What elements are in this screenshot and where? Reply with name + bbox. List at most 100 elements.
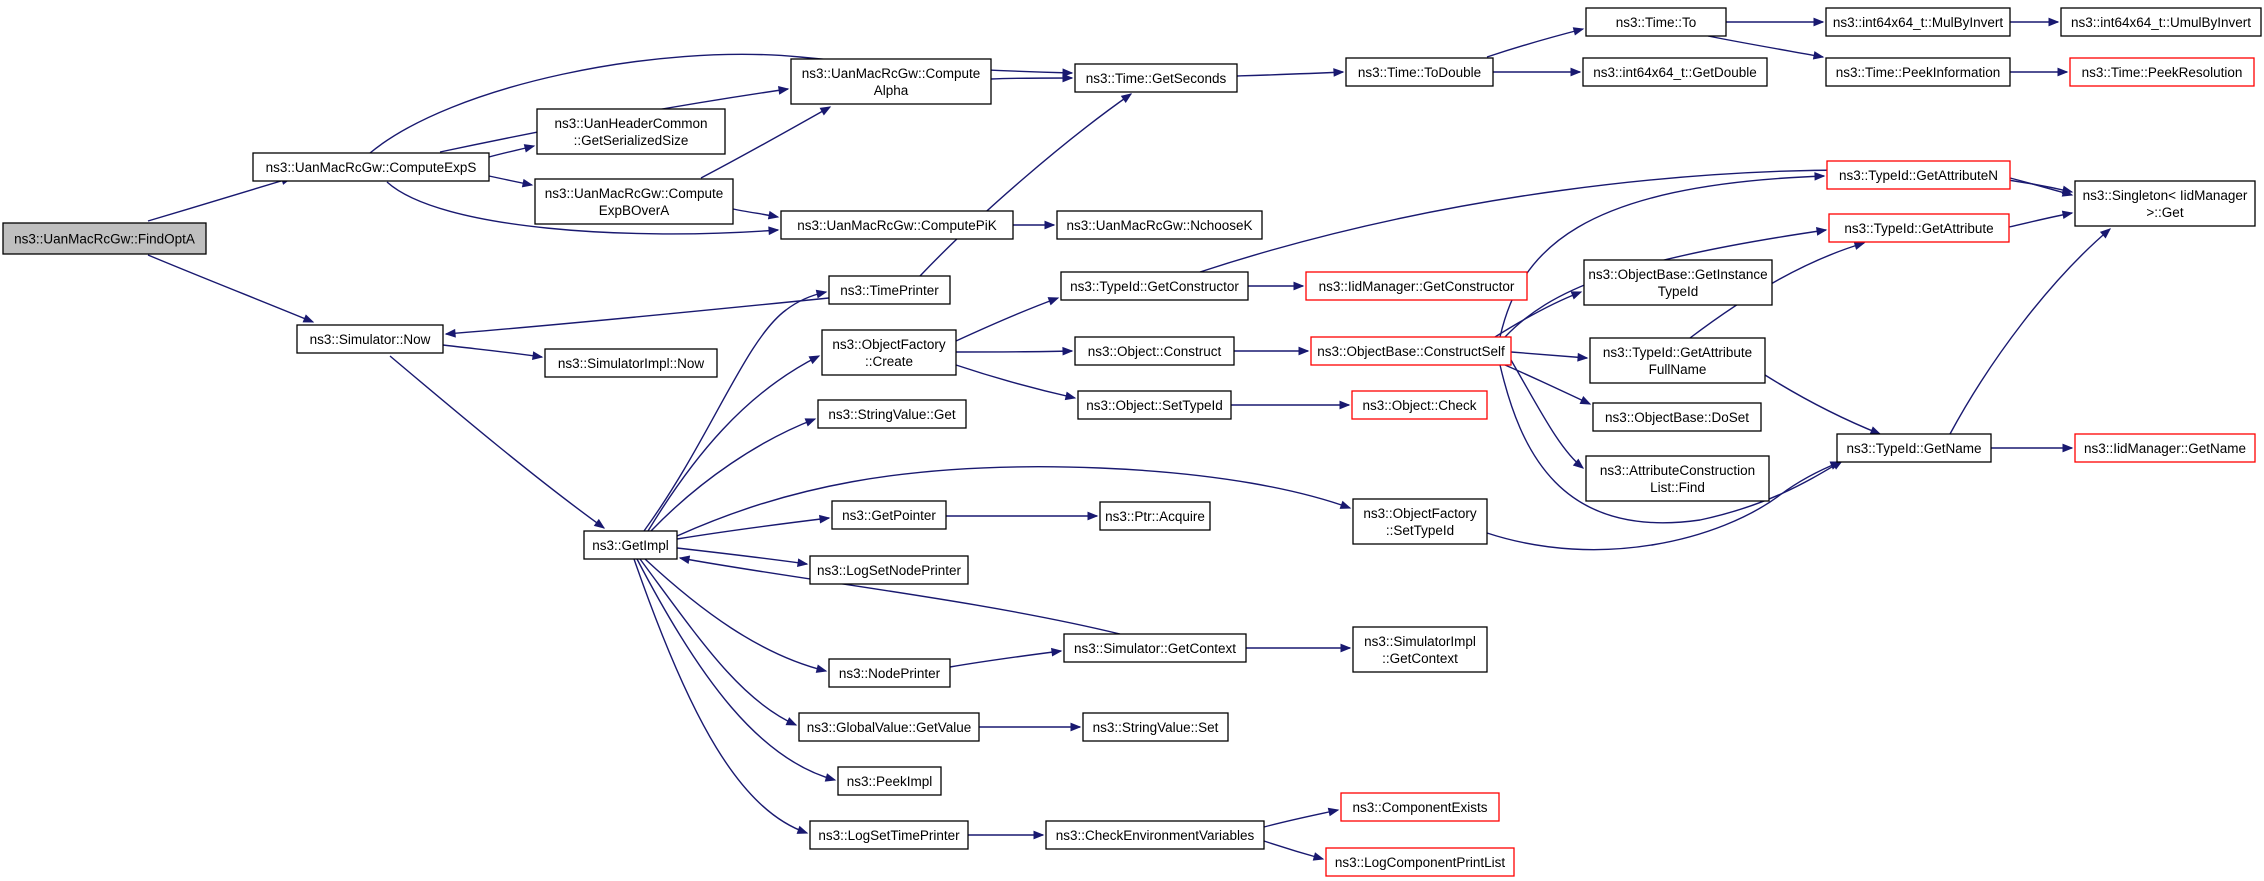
node-n22[interactable]: ns3::LogSetNodePrinter: [809, 555, 969, 585]
node-n30[interactable]: ns3::Ptr::Acquire: [1099, 501, 1211, 531]
node-box[interactable]: [2069, 57, 2255, 87]
node-box[interactable]: [780, 210, 1014, 240]
node-box[interactable]: [828, 658, 951, 688]
node-box[interactable]: [1583, 259, 1773, 306]
node-box[interactable]: [817, 399, 967, 429]
node-box[interactable]: [2074, 180, 2256, 227]
node-box[interactable]: [1056, 210, 1263, 240]
node-n38[interactable]: ns3::SimulatorImpl::GetContext: [1352, 626, 1488, 673]
node-n39[interactable]: ns3::ComponentExists: [1340, 792, 1500, 822]
node-n35[interactable]: ns3::ObjectBase::ConstructSelf: [1310, 336, 1512, 366]
node-box[interactable]: [837, 766, 942, 796]
node-n12[interactable]: ns3::Time::PeekInformation: [1825, 57, 2011, 87]
node-n27[interactable]: ns3::TypeId::GetConstructor: [1060, 271, 1249, 301]
node-n36[interactable]: ns3::Object::Check: [1351, 390, 1488, 420]
node-n9[interactable]: ns3::int64x64_t::GetDouble: [1582, 57, 1768, 87]
node-box[interactable]: [1325, 847, 1515, 877]
node-n18[interactable]: ns3::GetImpl: [583, 530, 678, 560]
node-n16[interactable]: ns3::SimulatorImpl::Now: [544, 348, 718, 378]
node-n33[interactable]: ns3::CheckEnvironmentVariables: [1045, 820, 1265, 850]
node-box[interactable]: [1063, 633, 1247, 663]
node-n14[interactable]: ns3::UanMacRcGw::NchooseK: [1056, 210, 1263, 240]
node-n32[interactable]: ns3::StringValue::Set: [1082, 712, 1229, 742]
node-box[interactable]: [1340, 792, 1500, 822]
node-box[interactable]: [296, 324, 444, 354]
node-box[interactable]: [1074, 63, 1238, 93]
node-n8[interactable]: ns3::Time::To: [1585, 7, 1727, 37]
node-n37[interactable]: ns3::ObjectFactory::SetTypeId: [1352, 498, 1488, 545]
node-box[interactable]: [809, 820, 969, 850]
node-n13[interactable]: ns3::Time::PeekResolution: [2069, 57, 2255, 87]
node-n26[interactable]: ns3::LogSetTimePrinter: [809, 820, 969, 850]
node-box[interactable]: [1836, 433, 1992, 463]
node-box[interactable]: [583, 530, 678, 560]
node-box[interactable]: [798, 712, 980, 742]
node-box[interactable]: [544, 348, 718, 378]
node-box[interactable]: [1592, 402, 1762, 432]
node-box[interactable]: [1825, 7, 2011, 37]
node-n28[interactable]: ns3::Object::Construct: [1074, 336, 1235, 366]
node-n45[interactable]: ns3::ObjectBase::DoSet: [1592, 402, 1762, 432]
node-box[interactable]: [1352, 498, 1488, 545]
node-box[interactable]: [1077, 390, 1232, 420]
node-n49[interactable]: ns3::IidManager::GetName: [2074, 433, 2256, 463]
node-box[interactable]: [2060, 7, 2262, 37]
node-n25[interactable]: ns3::PeekImpl: [837, 766, 942, 796]
node-box[interactable]: [1351, 390, 1488, 420]
node-n40[interactable]: ns3::LogComponentPrintList: [1325, 847, 1515, 877]
node-n15[interactable]: ns3::Simulator::Now: [296, 324, 444, 354]
node-n20[interactable]: ns3::StringValue::Get: [817, 399, 967, 429]
node-box[interactable]: [1582, 57, 1768, 87]
node-box[interactable]: [1099, 501, 1211, 531]
node-n6[interactable]: ns3::Time::GetSeconds: [1074, 63, 1238, 93]
node-box[interactable]: [790, 58, 992, 105]
node-n0[interactable]: ns3::UanMacRcGw::FindOptA: [2, 222, 207, 255]
node-n29[interactable]: ns3::Object::SetTypeId: [1077, 390, 1232, 420]
node-box[interactable]: [252, 152, 490, 182]
node-box[interactable]: [809, 555, 969, 585]
node-box[interactable]: [2, 222, 207, 255]
node-box[interactable]: [1585, 455, 1770, 502]
node-box[interactable]: [1310, 336, 1512, 366]
node-box[interactable]: [831, 500, 947, 530]
node-box[interactable]: [1828, 213, 2010, 243]
node-box[interactable]: [821, 329, 957, 376]
node-n5[interactable]: ns3::UanMacRcGw::ComputePiK: [780, 210, 1014, 240]
node-n41[interactable]: ns3::TypeId::GetAttributeN: [1826, 160, 2011, 190]
node-n10[interactable]: ns3::int64x64_t::MulByInvert: [1825, 7, 2011, 37]
node-n11[interactable]: ns3::int64x64_t::UmulByInvert: [2060, 7, 2262, 37]
node-box[interactable]: [1826, 160, 2011, 190]
node-n7[interactable]: ns3::Time::ToDouble: [1345, 57, 1494, 87]
node-n17[interactable]: ns3::TimePrinter: [828, 275, 951, 305]
node-n23[interactable]: ns3::NodePrinter: [828, 658, 951, 688]
node-n1[interactable]: ns3::UanMacRcGw::ComputeExpS: [252, 152, 490, 182]
node-box[interactable]: [1352, 626, 1488, 673]
node-n31[interactable]: ns3::Simulator::GetContext: [1063, 633, 1247, 663]
node-box[interactable]: [1074, 336, 1235, 366]
node-box[interactable]: [1082, 712, 1229, 742]
node-n21[interactable]: ns3::GetPointer: [831, 500, 947, 530]
node-box[interactable]: [1825, 57, 2011, 87]
node-box[interactable]: [534, 178, 734, 225]
node-box[interactable]: [1589, 337, 1766, 384]
node-box[interactable]: [1045, 820, 1265, 850]
node-box[interactable]: [536, 108, 726, 155]
node-box[interactable]: [1305, 271, 1528, 301]
node-box[interactable]: [1345, 57, 1494, 87]
node-n47[interactable]: ns3::Singleton< IidManager >::Get: [2074, 180, 2256, 227]
node-box[interactable]: [1060, 271, 1249, 301]
node-n42[interactable]: ns3::TypeId::GetAttribute: [1828, 213, 2010, 243]
node-n48[interactable]: ns3::TypeId::GetName: [1836, 433, 1992, 463]
node-n34[interactable]: ns3::IidManager::GetConstructor: [1305, 271, 1528, 301]
node-box[interactable]: [828, 275, 951, 305]
node-n19[interactable]: ns3::ObjectFactory::Create: [821, 329, 957, 376]
node-box[interactable]: [2074, 433, 2256, 463]
node-box[interactable]: [1585, 7, 1727, 37]
node-n24[interactable]: ns3::GlobalValue::GetValue: [798, 712, 980, 742]
node-n3[interactable]: ns3::UanHeaderCommon::GetSerializedSize: [536, 108, 726, 155]
